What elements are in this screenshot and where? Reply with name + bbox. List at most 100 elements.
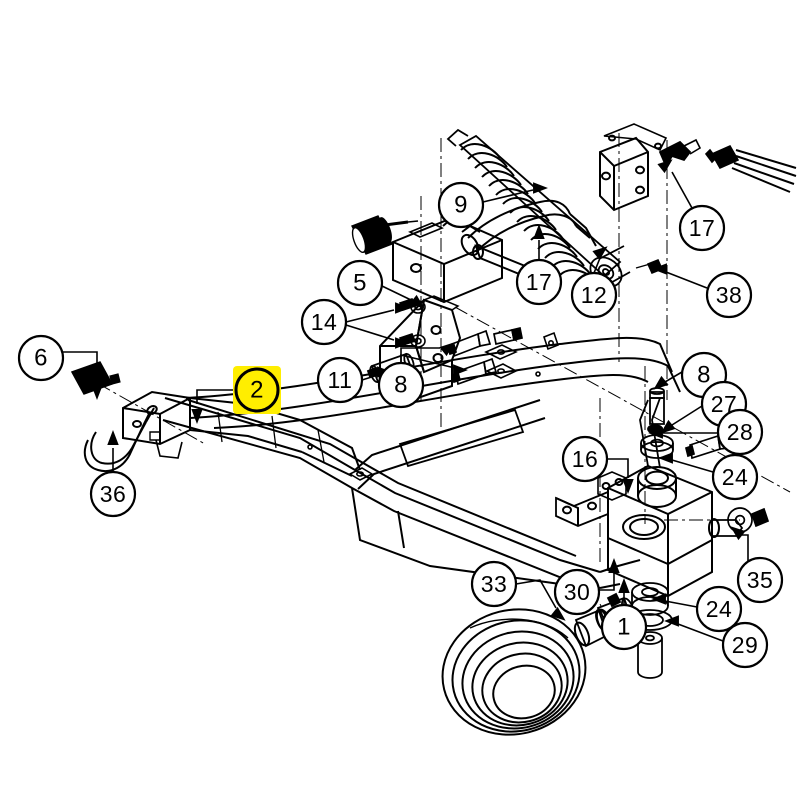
callout-33[interactable]: 33 xyxy=(470,560,518,608)
callout-36[interactable]: 36 xyxy=(89,470,137,518)
callout-16[interactable]: 16 xyxy=(561,435,609,483)
callout-circle[interactable] xyxy=(600,603,648,651)
callout-circle[interactable] xyxy=(437,181,485,229)
leader-arrow-16 xyxy=(622,479,634,494)
callout-label: 5 xyxy=(353,270,367,297)
leader-line-14-b xyxy=(345,324,395,341)
callout-circle[interactable] xyxy=(17,334,65,382)
callout-circle[interactable] xyxy=(695,585,743,633)
leader-arrow-6 xyxy=(91,385,103,400)
right-upper-bracket xyxy=(599,123,702,212)
callout-label: 14 xyxy=(311,309,338,335)
callout-label: 17 xyxy=(526,269,553,295)
callout-9[interactable]: 9 xyxy=(437,181,485,229)
part-36-hook-rod xyxy=(83,405,158,472)
callout-circle[interactable] xyxy=(89,470,137,518)
leader-line-17 xyxy=(671,171,693,209)
leader-line-6 xyxy=(63,351,98,380)
leader-arrow-14-b xyxy=(395,337,410,349)
callout-8[interactable]: 8 xyxy=(377,361,425,409)
leader-arrow-2 xyxy=(191,409,203,424)
leader-arrow-8 xyxy=(653,375,669,390)
callout-circle[interactable] xyxy=(711,453,759,501)
leader-line-12 xyxy=(593,257,601,274)
leader-line-27 xyxy=(671,405,703,426)
callout-24[interactable]: 24 xyxy=(711,453,759,501)
part-35-washer xyxy=(727,507,770,533)
leader-line-8 xyxy=(664,371,683,383)
callout-circle[interactable] xyxy=(705,271,753,319)
callout-circle[interactable] xyxy=(570,271,618,319)
leader-line-5 xyxy=(381,285,412,301)
callout-label: 36 xyxy=(100,481,127,507)
callout-label: 6 xyxy=(34,345,48,372)
leader-arrow-17 xyxy=(657,159,673,174)
leader-arrow-24 xyxy=(658,452,673,464)
callout-29[interactable]: 29 xyxy=(721,621,769,669)
callout-14[interactable]: 14 xyxy=(300,298,348,346)
callout-1[interactable]: 1 xyxy=(600,603,648,651)
callout-circle[interactable] xyxy=(316,356,364,404)
callout-circle[interactable] xyxy=(234,367,280,413)
leader-arrow-28 xyxy=(648,427,663,439)
leader-arrow-17 xyxy=(533,224,545,239)
callout-17[interactable]: 17 xyxy=(515,258,563,306)
callout-label: 1 xyxy=(617,614,631,641)
callout-circle[interactable] xyxy=(470,560,518,608)
callout-circle[interactable] xyxy=(515,258,563,306)
leader-arrow-30 xyxy=(608,558,620,573)
callout-12[interactable]: 12 xyxy=(570,271,618,319)
leader-arrow-27 xyxy=(660,419,676,434)
callout-6[interactable]: 6 xyxy=(17,334,65,382)
leader-line-30 xyxy=(599,572,615,591)
leader-arrow-35 xyxy=(730,526,746,541)
callout-label: 17 xyxy=(689,215,716,241)
callout-circle[interactable] xyxy=(721,621,769,669)
callout-label: 16 xyxy=(572,446,599,472)
callout-35[interactable]: 35 xyxy=(736,556,784,604)
leader-arrow-8-b xyxy=(453,364,468,376)
callout-circle[interactable] xyxy=(336,259,384,307)
frame-bracket-tabs xyxy=(307,331,559,481)
callout-circle[interactable] xyxy=(716,408,764,456)
callout-38[interactable]: 38 xyxy=(705,271,753,319)
leader-line-24 xyxy=(671,459,714,473)
callout-circle[interactable] xyxy=(553,568,601,616)
wire-harness xyxy=(704,144,797,193)
leader-arrow-36 xyxy=(107,430,119,445)
leader-line-35 xyxy=(742,534,749,562)
callout-2-highlighted[interactable]: 2 xyxy=(233,366,281,414)
callout-30[interactable]: 30 xyxy=(553,568,601,616)
callout-label: 28 xyxy=(727,419,754,445)
callout-circle[interactable] xyxy=(736,556,784,604)
leader-arrow-5 xyxy=(409,294,425,309)
callout-circle[interactable] xyxy=(377,361,425,409)
callout-label: 11 xyxy=(328,367,353,393)
callout-label: 12 xyxy=(581,282,608,308)
callout-circle[interactable] xyxy=(300,298,348,346)
callout-circle[interactable] xyxy=(678,204,726,252)
callout-11[interactable]: 11 xyxy=(316,356,364,404)
leader-line-11 xyxy=(361,374,379,381)
callout-circle[interactable] xyxy=(561,435,609,483)
callout-17[interactable]: 17 xyxy=(678,204,726,252)
callout-label: 24 xyxy=(706,596,733,622)
leader-line-29 xyxy=(677,623,724,642)
callout-label: 30 xyxy=(564,579,591,605)
callout-24[interactable]: 24 xyxy=(695,585,743,633)
leader-arrow-38 xyxy=(652,263,667,275)
leader-arrow-29 xyxy=(664,615,679,627)
callout-label: 33 xyxy=(481,571,508,597)
callout-label: 29 xyxy=(732,632,759,658)
callout-5[interactable]: 5 xyxy=(336,259,384,307)
callout-leader-lines xyxy=(63,159,749,642)
leader-arrow-24 xyxy=(651,593,666,605)
callout-label: 8 xyxy=(394,372,408,399)
leader-arrow-12 xyxy=(592,246,608,261)
leader-line-8-b xyxy=(400,353,456,369)
callout-28[interactable]: 28 xyxy=(716,408,764,456)
leader-line-33 xyxy=(515,579,557,609)
callout-label: 38 xyxy=(716,282,743,308)
